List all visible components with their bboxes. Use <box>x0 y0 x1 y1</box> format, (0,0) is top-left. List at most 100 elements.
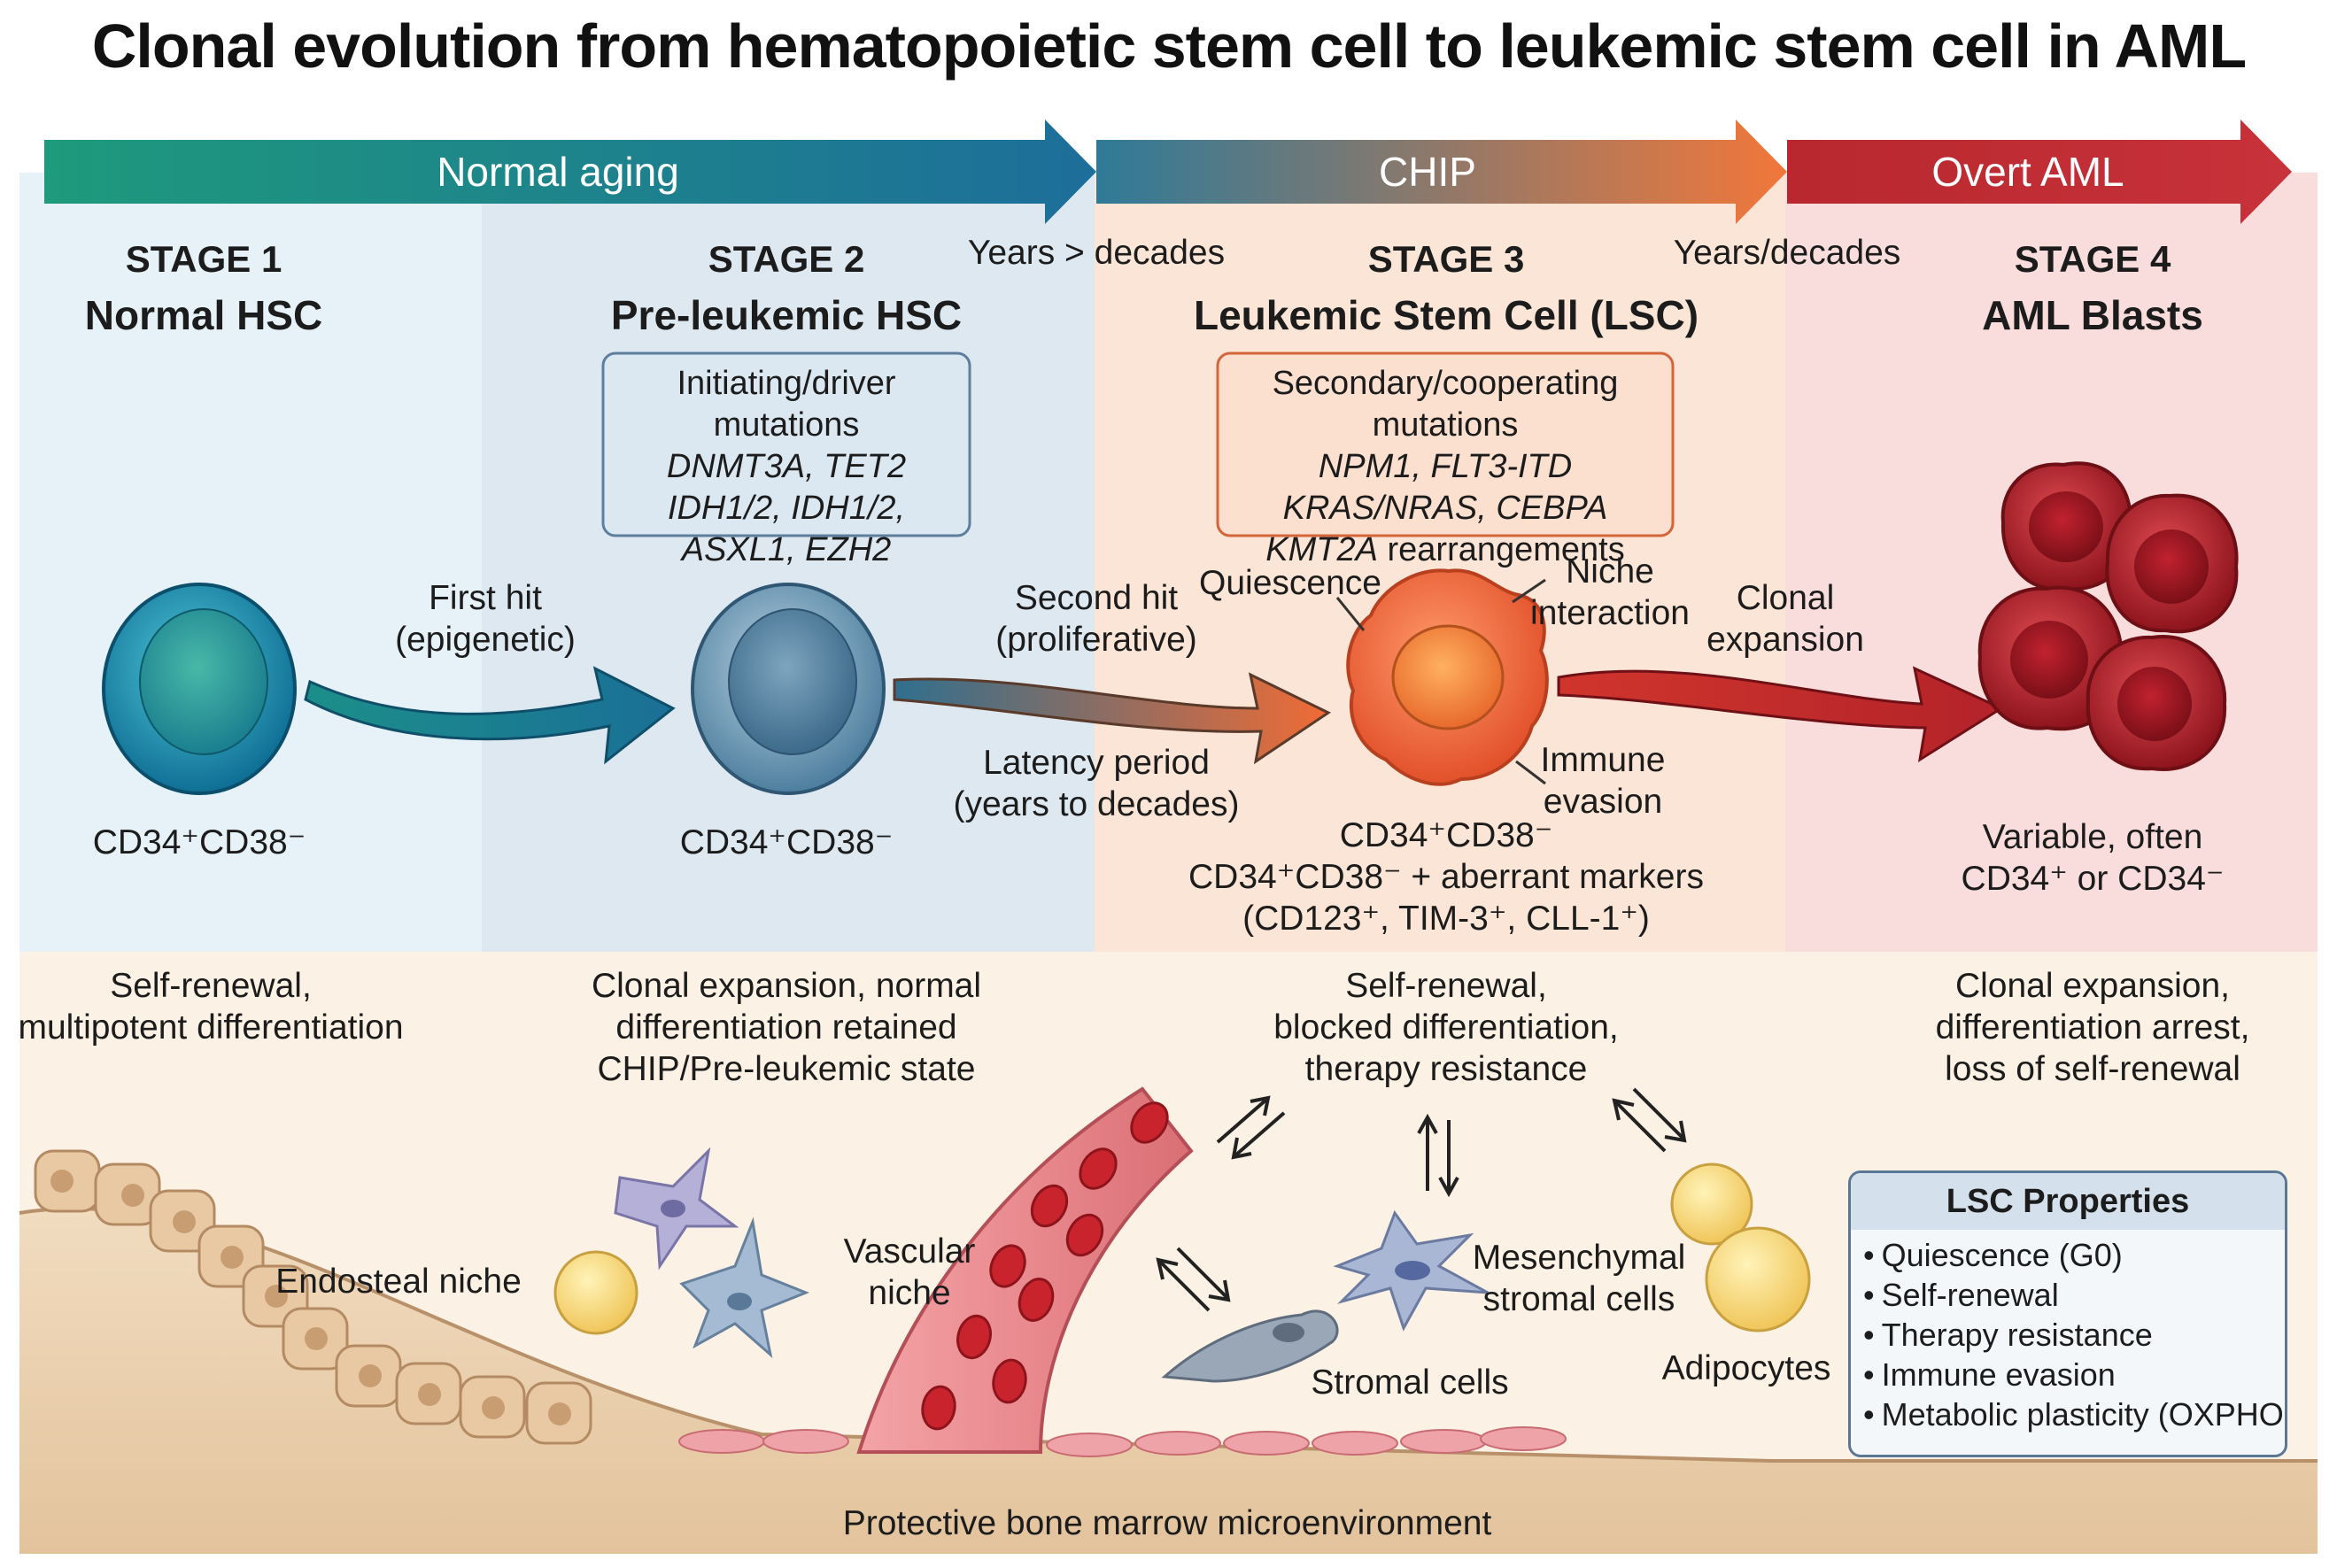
quiescence-label: Quiescence <box>1199 564 1381 602</box>
blast-nucleus-3 <box>2010 621 2088 699</box>
bone-surface <box>19 1208 2318 1554</box>
stage4-desc-line-2: differentiation arrest, <box>1935 1008 2250 1047</box>
secondary-mutation-line-3: KMT2A rearrangements <box>1220 529 1670 571</box>
stage2-desc-line-3: CHIP/Pre-leukemic state <box>597 1050 976 1088</box>
stage2-desc-line-1: Clonal expansion, normal <box>591 967 982 1005</box>
stage1-markers: CD34⁺CD38⁻ <box>92 823 306 861</box>
phase-arrow-overt-aml <box>1787 120 2292 224</box>
osteoblast-row <box>34 1149 592 1445</box>
lsc-properties-panel: LSC Properties Quiescence (G0) Self-rene… <box>1848 1170 2287 1457</box>
driver-mutation-line-2: IDH1/2, IDH1/2, <box>667 490 906 527</box>
immune-line-1: Immune <box>1540 741 1666 779</box>
clonal-expansion-line-2: expansion <box>1706 621 1864 659</box>
second-hit-arrow <box>893 672 1331 765</box>
stage3-number: STAGE 3 <box>1367 238 1525 280</box>
mesenchymal-nucleus <box>1395 1261 1430 1280</box>
phase-arrow-chip <box>1096 120 1787 224</box>
stage1-panel <box>19 173 482 952</box>
stage2-desc-line-2: differentiation retained <box>615 1008 957 1047</box>
stage3-markers: CD34⁺CD38⁻ CD34⁺CD38⁻ + aberrant markers… <box>1188 815 1704 939</box>
stage4-number: STAGE 4 <box>2014 238 2171 280</box>
lsc-property-item: Immune evasion <box>1863 1355 2285 1394</box>
immune-line-2: evasion <box>1543 783 1663 821</box>
phase-label-normal-aging: Normal aging <box>437 149 679 195</box>
lsc-nucleus <box>1391 624 1505 730</box>
lsc-property-item: Quiescence (G0) <box>1863 1235 2285 1275</box>
adipocyte-2 <box>1705 1226 1811 1332</box>
stage4-desc-line-3: loss of self-renewal <box>1945 1050 2240 1088</box>
adipocyte-1 <box>1670 1162 1753 1246</box>
clonal-expansion-label: Clonal expansion <box>1706 577 1864 660</box>
osteoblast-nuclei <box>50 1170 571 1425</box>
niche-line-1: Niche <box>1566 552 1654 591</box>
stage2-name: Pre-leukemic HSC <box>610 292 963 338</box>
stage3-name: Leukemic Stem Cell (LSC) <box>1193 292 1699 338</box>
stage3-desc-line-2: blocked differentiation, <box>1273 1008 1619 1047</box>
clonal-expansion-arrow <box>1557 666 2005 763</box>
stage4-description: Clonal expansion, differentiation arrest… <box>1936 965 2250 1090</box>
rearrangements-text: rearrangements <box>1377 531 1625 568</box>
stage4-name: AML Blasts <box>1982 292 2203 338</box>
secondary-mutation-heading: Secondary/cooperating mutations <box>1272 365 1619 444</box>
stage1-number: STAGE 1 <box>125 238 282 280</box>
stromal-nucleus <box>1273 1323 1304 1342</box>
diagram-title: Clonal evolution from hematopoietic stem… <box>91 12 2247 81</box>
first-hit-arrow <box>304 666 676 765</box>
interaction-arrows <box>1156 1087 1687 1312</box>
stage2-panel <box>482 173 1095 952</box>
second-hit-line-2: (proliferative) <box>995 621 1197 659</box>
secondary-mutation-box: Secondary/cooperating mutations NPM1, FL… <box>1218 353 1673 568</box>
second-hit-line-1: Second hit <box>1014 579 1179 617</box>
adipocytes-label: Adipocytes <box>1661 1349 1831 1387</box>
latency-line-2: (years to decades) <box>953 785 1240 823</box>
stromal-cells-label: Stromal cells <box>1311 1363 1509 1402</box>
first-hit-line-1: First hit <box>429 579 542 617</box>
driver-mutation-box: Initiating/driver mutations DNMT3A, TET2… <box>603 353 970 568</box>
blast-nucleus-1 <box>2029 491 2103 562</box>
clonal-expansion-line-1: Clonal <box>1736 579 1835 617</box>
endosteal-niche-label: Endosteal niche <box>275 1263 522 1301</box>
lsc-property-item: Self-renewal <box>1863 1275 2285 1315</box>
first-hit-line-2: (epigenetic) <box>395 621 576 659</box>
mesenchymal-line-1: Mesenchymal <box>1472 1239 1686 1277</box>
driver-mutation-line-3: ASXL1, EZH2 <box>681 531 892 568</box>
kmt2a-gene: KMT2A <box>1265 531 1378 568</box>
normal-hsc-nucleus <box>139 608 268 755</box>
mesenchymal-line-2: stromal cells <box>1482 1280 1675 1318</box>
preleukemic-hsc-nucleus <box>728 608 857 755</box>
blast-nucleus-4 <box>2117 667 2192 741</box>
stage3-panel <box>1095 173 1785 952</box>
secondary-mutation-line-1: NPM1, FLT3-ITD <box>1318 448 1573 485</box>
immune-evasion-label: Immune evasion <box>1541 739 1666 823</box>
endothelial-cells <box>678 1426 1567 1457</box>
phase-arrow-normal-aging <box>44 120 1096 224</box>
latency-label: Latency period (years to decades) <box>954 742 1240 825</box>
stage4-marker-line-2: CD34⁺ or CD34⁻ <box>1961 860 2225 898</box>
adipocyte-small <box>553 1250 638 1335</box>
lsc-properties-title: LSC Properties <box>1851 1173 2285 1230</box>
latency-line-1: Latency period <box>983 744 1210 782</box>
timing-label-1: Years > decades <box>967 234 1226 272</box>
immune-pointer <box>1515 760 1546 785</box>
driver-mutation-heading: Initiating/driver mutations <box>677 365 896 444</box>
mesenchymal-label: Mesenchymal stromal cells <box>1473 1237 1686 1320</box>
dendritic-blue-nucleus <box>727 1293 752 1310</box>
secondary-mutation-line-2: KRAS/NRAS, CEBPA <box>1282 490 1608 527</box>
stage3-marker-line-1: CD34⁺CD38⁻ <box>1339 816 1553 854</box>
driver-mutation-box-bg <box>601 351 971 537</box>
stage3-desc-line-1: Self-renewal, <box>1345 967 1547 1005</box>
stage2-markers: CD34⁺CD38⁻ <box>679 823 894 861</box>
phase-label-chip: CHIP <box>1379 149 1476 195</box>
niche-interaction-label: Niche interaction <box>1530 551 1690 634</box>
lsc-properties-list: Quiescence (G0) Self-renewal Therapy res… <box>1851 1235 2285 1434</box>
vascular-line-2: niche <box>868 1274 951 1312</box>
lsc-property-item: Metabolic plasticity (OXPHOS) <box>1863 1394 2285 1434</box>
niche-line-2: interaction <box>1530 594 1690 632</box>
vascular-line-1: Vascular <box>843 1232 976 1271</box>
quiescence-pointer <box>1335 597 1366 631</box>
red-blood-cells <box>921 1101 1169 1431</box>
dendritic-cell-blue <box>679 1217 810 1359</box>
stage1-name: Normal HSC <box>84 292 323 338</box>
